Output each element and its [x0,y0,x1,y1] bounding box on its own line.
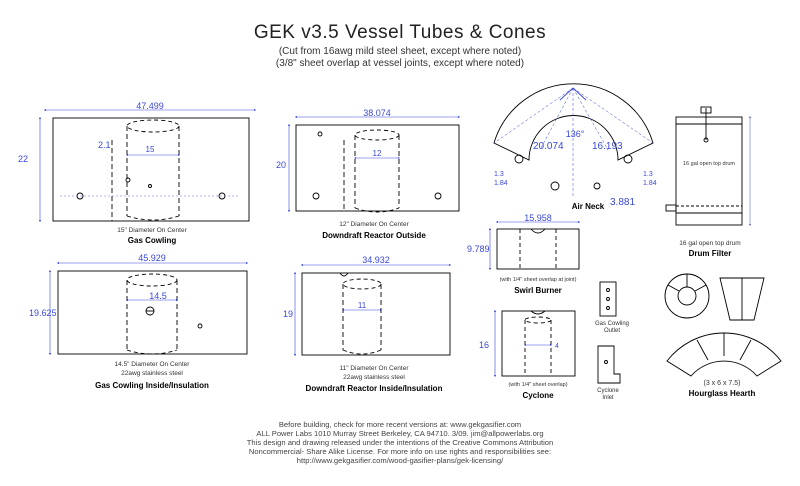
air-neck-side-left: 1.3 [494,171,504,178]
cowling-inside-note: 14.5" Diameter On Center [115,361,191,368]
gas-cowling-height: 22 [18,154,28,164]
reactor-outside-note: 12" Diameter On Center [339,221,409,228]
cyclone-note: (with 1/4" sheet overlap) [508,382,567,388]
footer-line-4: Noncommercial- Share Alike License. For … [248,447,552,456]
cowling-outlet-label-1: Gas Cowling [595,321,629,327]
reactor-inside-height: 19 [283,309,293,319]
panel-swirl-burner [488,220,581,271]
panel-cowling-inside [48,261,249,356]
reactor-inside-width: 34.932 [362,255,390,265]
panel-cowling-outlet [599,281,617,317]
drum-filter-label: Drum Filter [689,249,732,258]
cowling-inside-width: 45.929 [138,253,166,263]
gas-cowling-dim-15: 15 [146,145,155,154]
reactor-inside-dim: 11 [358,301,367,310]
reactor-inside-note: 11" Diameter On Center [339,365,409,372]
air-neck-label: Air Neck [572,202,605,211]
cowling-inside-label: Gas Cowling Inside/Insulation [95,381,209,390]
reactor-inside-material: 22awg stainless steel [343,374,405,381]
hourglass-note: (3 x 6 x 7.5) [704,380,741,387]
air-neck-inner-radius: 16.193 [592,141,623,152]
footer-line-5: http://www.gekgasifier.com/wood-gasifier… [296,456,504,465]
cyclone-label: Cyclone [522,391,554,400]
panel-hourglass-hearth [664,273,782,377]
gas-cowling-note: 15" Diameter On Center [117,227,187,234]
cyclone-inlet-label-2: Inlet [602,395,614,401]
panel-drum-filter [665,106,751,226]
subtitle-material: (Cut from 16awg mild steel sheet, except… [278,46,522,57]
subtitle-overlap: (3/8" sheet overlap at vessel joints, ex… [275,58,525,69]
footer-line-2: ALL Power Labs 1010 Murray Street Berkel… [256,429,544,438]
cyclone-inlet-label-1: Cyclone [597,388,619,394]
air-neck-side-right-b: 1.84 [643,180,657,187]
cowling-outlet-label-2: Outlet [604,328,620,334]
reactor-inside-label: Downdraft Reactor Inside/Insulation [306,384,443,393]
cowling-inside-height: 19.625 [29,308,57,318]
footer-line-3: This design and drawing released under t… [246,438,554,447]
cowling-inside-dim: 14.5 [149,291,167,301]
drum-filter-note: 16 gal open top drum [679,240,740,247]
air-neck-side-left-b: 1.84 [494,180,508,187]
gas-cowling-label: Gas Cowling [128,236,177,245]
hourglass-label: Hourglass Hearth [689,389,756,398]
reactor-outside-dim-12: 12 [373,149,382,158]
gas-cowling-dim-2-1: 2.1 [98,140,111,150]
swirl-burner-note: (with 1/4" sheet overlap at joint) [500,277,577,283]
air-neck-angle: 136° [566,129,585,139]
air-neck-arc: 3.881 [610,197,635,208]
drum-filter-inner-note: 16 gal open top drum [683,161,735,167]
panel-reactor-outside [287,115,461,213]
reactor-outside-width: 38.074 [363,108,391,118]
air-neck-outer-radius: 20.074 [533,141,564,152]
panel-gas-cowling [38,108,257,223]
reactor-outside-height: 20 [276,160,286,170]
panel-cyclone [493,309,576,378]
panel-reactor-inside [293,263,452,357]
air-neck-side-right: 1.3 [643,171,653,178]
cyclone-dim: 4 [555,343,559,350]
swirl-burner-height: 9.789 [467,244,490,254]
panel-cyclone-inlet [597,345,621,384]
reactor-outside-label: Downdraft Reactor Outside [322,231,426,240]
footer-line-1: Before building, check for more recent v… [278,420,522,429]
cowling-inside-material: 22awg stainless steel [121,370,183,377]
cyclone-height: 16 [479,340,489,350]
gas-cowling-width: 47.499 [136,101,164,111]
swirl-burner-width: 15.958 [524,213,552,223]
panel-air-neck [493,83,654,196]
page-title: GEK v3.5 Vessel Tubes & Cones [253,22,547,43]
swirl-burner-label: Swirl Burner [514,286,562,295]
